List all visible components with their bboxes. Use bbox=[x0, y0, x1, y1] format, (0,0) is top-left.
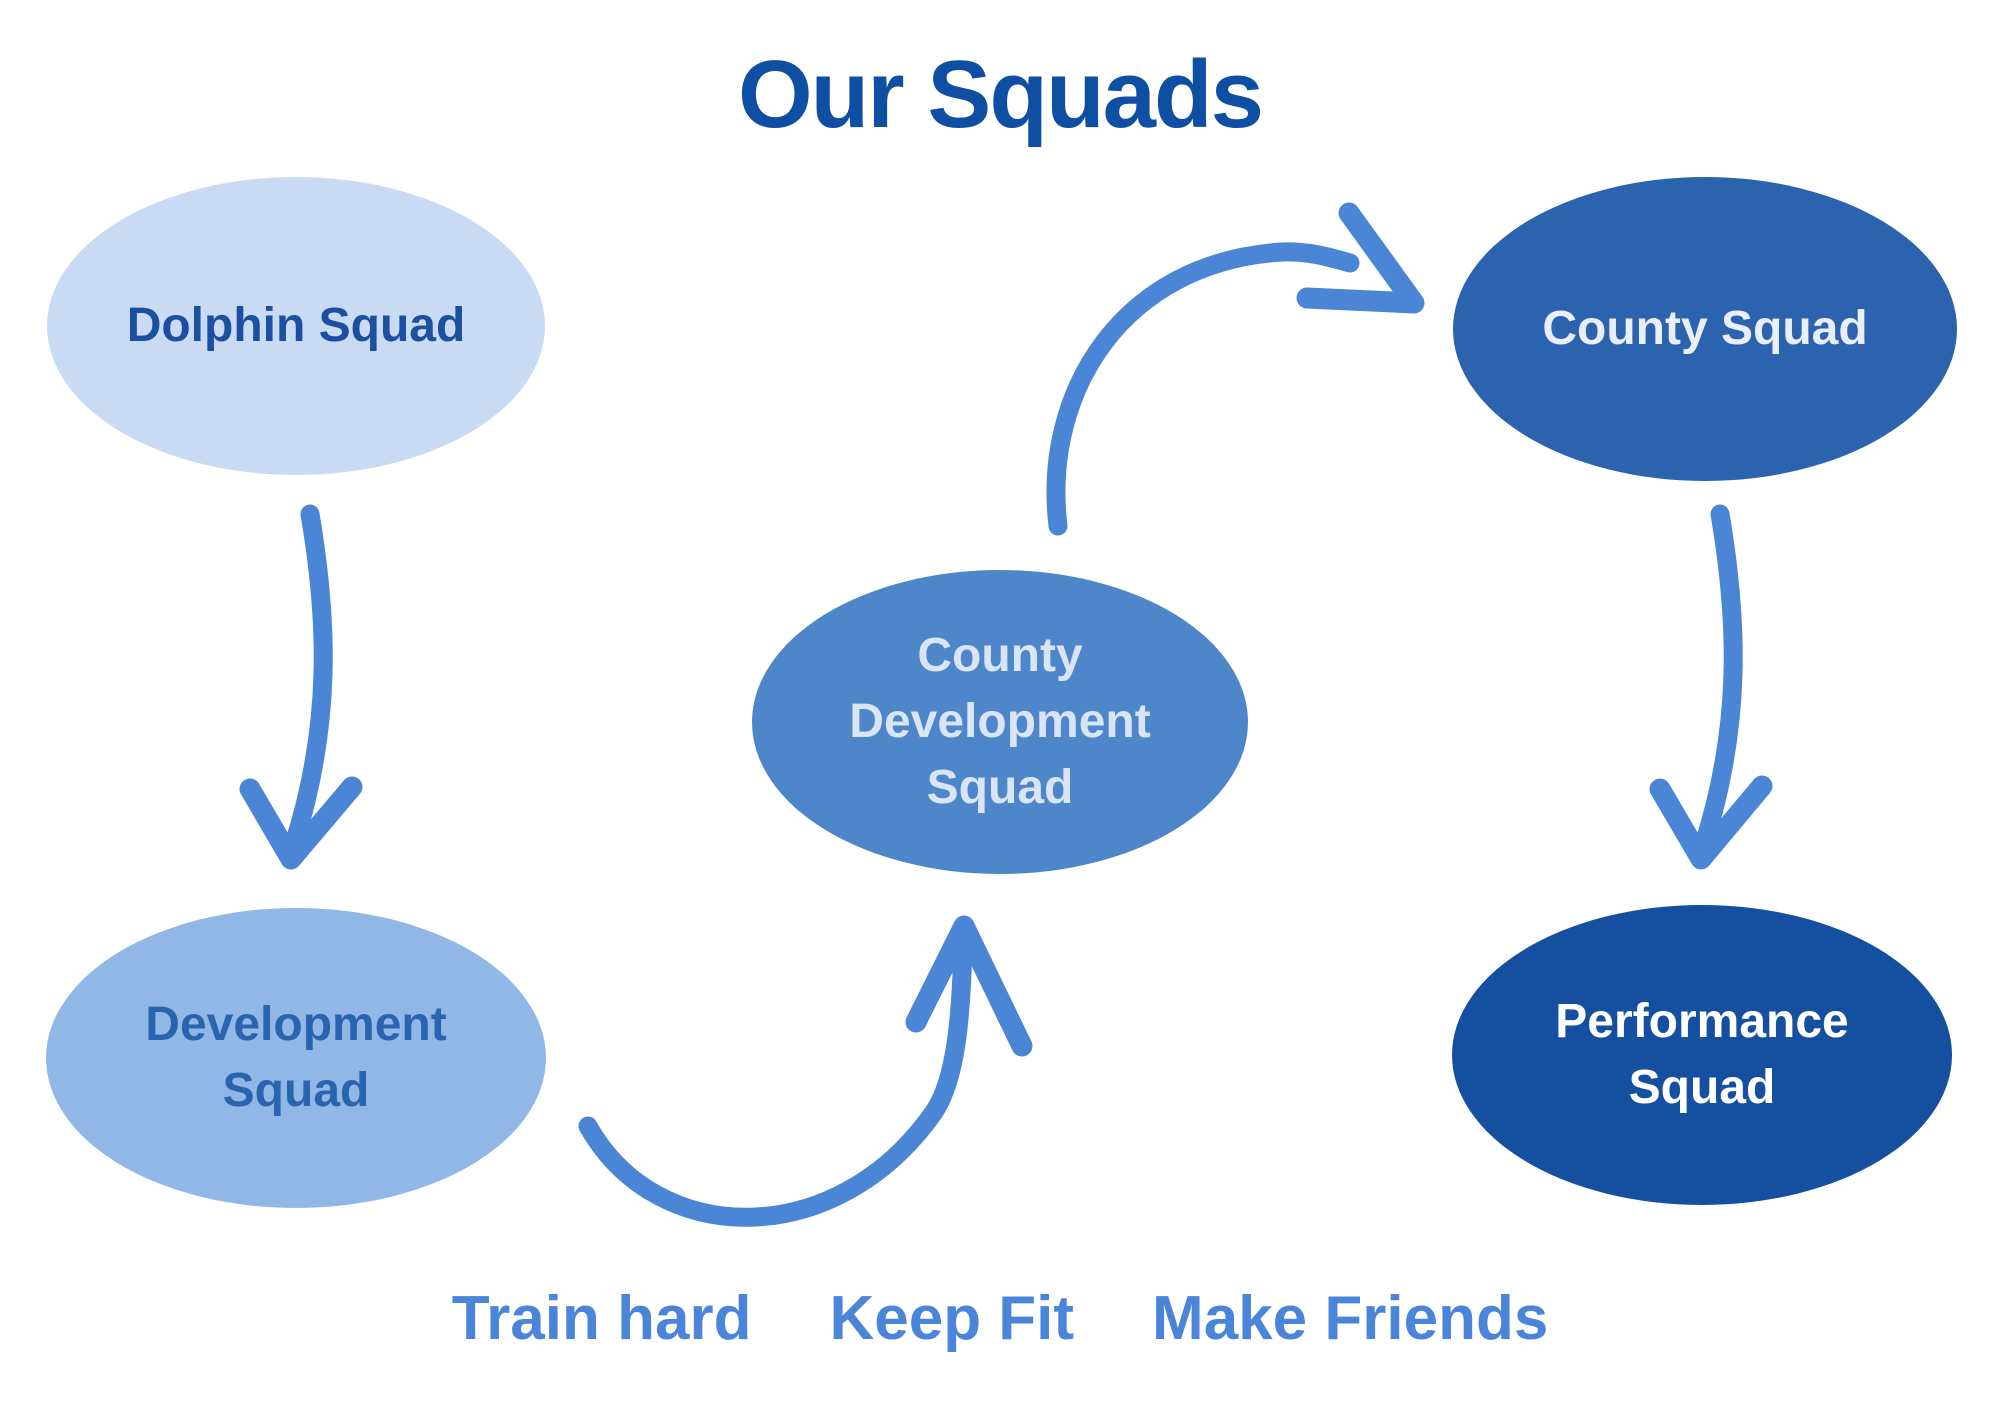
arrow-dolphin-to-development bbox=[239, 504, 363, 870]
node-label: Dolphin Squad bbox=[126, 299, 466, 352]
node-county-squad: County Squad bbox=[1453, 177, 1957, 481]
arrow-development-to-county-development bbox=[578, 915, 1033, 1227]
node-county-development-squad: County Development Squad bbox=[752, 570, 1248, 874]
motto-make-friends: Make Friends bbox=[1152, 1284, 1549, 1353]
node-label: County Squad bbox=[1542, 302, 1868, 355]
arrow-county-development-to-county bbox=[1046, 202, 1425, 536]
node-label-line: County bbox=[917, 629, 1083, 682]
node-label-line: Squad bbox=[222, 1064, 370, 1117]
node-label-line: Performance bbox=[1555, 995, 1849, 1048]
node-label-line: Development bbox=[145, 998, 447, 1051]
node-label-line: Squad bbox=[926, 761, 1074, 814]
node-label-line: Development bbox=[849, 695, 1151, 748]
node-label-line: Squad bbox=[1628, 1061, 1776, 1114]
arrow-county-to-performance bbox=[1649, 504, 1773, 870]
node-development-squad: Development Squad bbox=[46, 908, 546, 1208]
motto-keep-fit: Keep Fit bbox=[829, 1284, 1075, 1353]
node-dolphin-squad: Dolphin Squad bbox=[47, 177, 545, 475]
motto-train-hard: Train hard bbox=[451, 1284, 752, 1353]
node-performance-squad: Performance Squad bbox=[1452, 905, 1952, 1205]
page-title: Our Squads bbox=[737, 41, 1264, 148]
motto-row: Train hard Keep Fit Make Friends bbox=[0, 1283, 2000, 1354]
